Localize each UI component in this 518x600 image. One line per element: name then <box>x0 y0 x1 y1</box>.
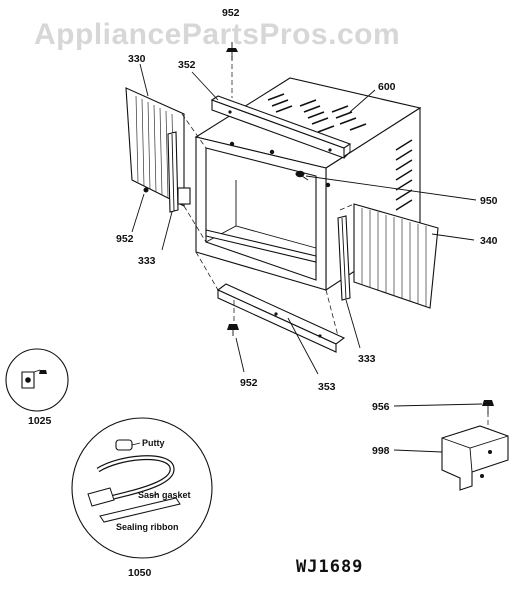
assembly-lines <box>181 56 489 432</box>
cabinet-600 <box>194 77 422 292</box>
right-channel-333 <box>337 215 351 301</box>
watermark-text: AppliancePartsPros.com <box>34 18 400 51</box>
callout-998: 998 <box>372 445 390 457</box>
bottom-rail-353 <box>216 283 346 353</box>
callout-952-left: 952 <box>116 233 134 245</box>
label-sealing-ribbon: Sealing ribbon <box>116 522 179 532</box>
callout-333-left: 333 <box>138 255 156 267</box>
callout-352: 352 <box>178 59 196 71</box>
part-1050-kit <box>71 417 213 559</box>
callout-952-top: 952 <box>222 7 240 19</box>
callout-956: 956 <box>372 401 390 413</box>
callout-340: 340 <box>480 235 498 247</box>
right-curtain-340 <box>353 203 439 309</box>
callout-330: 330 <box>128 53 146 65</box>
screw-950 <box>295 170 309 181</box>
label-sash-gasket: Sash gasket <box>138 490 191 500</box>
leader-lines <box>131 42 483 453</box>
callout-600: 600 <box>378 81 396 93</box>
screw-956 <box>482 400 494 414</box>
screw-952-top <box>226 48 238 60</box>
callout-1050: 1050 <box>128 567 152 579</box>
part-998-bracket <box>441 425 509 491</box>
callout-333-right: 333 <box>358 353 376 365</box>
callout-952-bottom: 952 <box>240 377 258 389</box>
callout-950: 950 <box>480 195 498 207</box>
callout-353: 353 <box>318 381 336 393</box>
label-putty: Putty <box>142 438 165 448</box>
callout-1025: 1025 <box>28 415 52 427</box>
left-channel-333 <box>167 131 191 213</box>
model-code: WJ1689 <box>296 557 363 577</box>
part-1025 <box>5 348 69 412</box>
screw-952-bottom <box>227 324 239 336</box>
